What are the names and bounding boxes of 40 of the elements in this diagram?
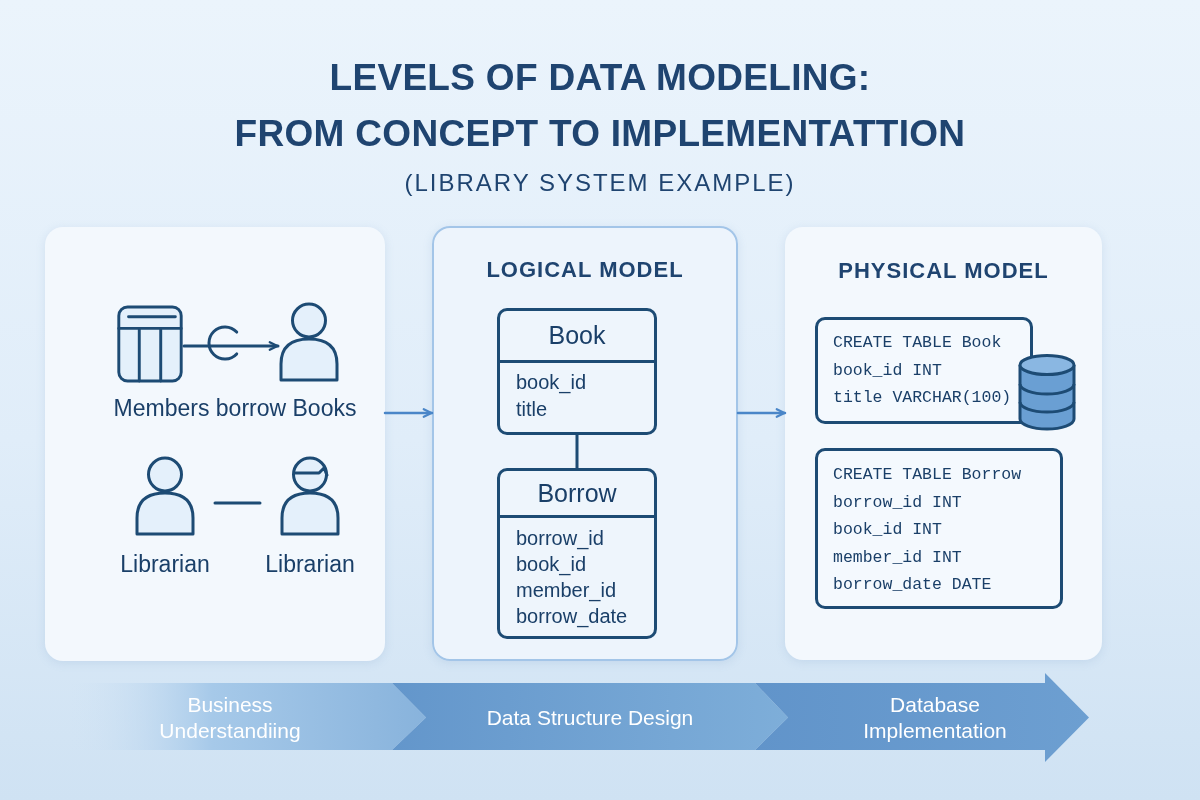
person-label: Librarian: [265, 550, 355, 578]
book-icon: [116, 305, 184, 383]
attribute-text: borrow_id: [516, 526, 604, 551]
diagram-subtitle: (LIBRARY SYSTEM EXAMPLE): [404, 168, 796, 198]
icon-caption: Members borrow Books: [113, 394, 357, 422]
panel-card: [432, 226, 738, 661]
code-line: book_id INT: [833, 359, 942, 382]
connector-line: [575, 433, 579, 470]
panel-title: LOGICAL MODEL: [486, 256, 684, 284]
code-line: CREATE TABLE Book: [833, 332, 1002, 354]
code-line: borrow_id INT: [833, 491, 962, 514]
attribute-text: title: [516, 397, 548, 422]
entity-header: Borrow: [500, 471, 654, 518]
stage-label: Business Understandiing: [159, 692, 301, 744]
person-icon: [278, 302, 340, 382]
attribute-text: book_id: [516, 370, 587, 396]
attribute-text: book_id: [516, 552, 587, 577]
stage-label: Data Structure Design: [486, 705, 694, 731]
diagram-title: LEVELS OF DATA MODELING: FROM CONCEPT TO IMPLEMENTATTION: [234, 56, 966, 156]
code-box: [815, 448, 1063, 609]
person-label: Librarian: [120, 550, 210, 578]
code-line: borrow_date DATE: [833, 574, 992, 596]
arrow: [182, 341, 280, 351]
entity-header: Book: [500, 311, 654, 363]
panel-card: [45, 227, 385, 661]
attribute-text: member_id: [516, 578, 617, 603]
entity-box: [497, 468, 657, 639]
code-line: member_id INT: [833, 546, 962, 569]
arrow: [383, 408, 434, 418]
entity-box: [497, 308, 657, 435]
connector-line: [213, 501, 262, 505]
code-line: title VARCHAR(100): [833, 387, 1012, 409]
code-line: book_id INT: [833, 519, 942, 541]
panel-title: PHYSICAL MODEL: [838, 257, 1049, 285]
code-line: CREATE TABLE Borrow: [833, 464, 1022, 486]
stage-label: Database Implementation: [863, 692, 1007, 744]
panel-card: [785, 227, 1102, 660]
attribute-text: borrow_date: [516, 604, 628, 629]
code-box: [815, 317, 1033, 424]
arrow: [736, 408, 787, 418]
